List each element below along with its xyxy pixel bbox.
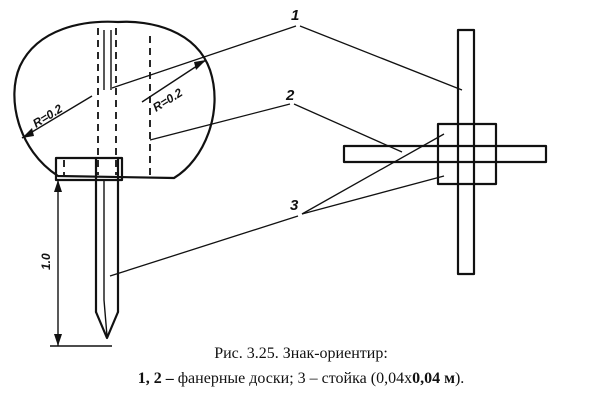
leader-3-a [301,133,445,215]
label-2: 2 [285,87,295,104]
radius-right-arrowhead [194,60,206,70]
post-block [436,122,498,186]
caption-legend: 1, 2 – фанерные доски; 3 – стойка (0,04х… [0,370,602,388]
post-tip [94,310,120,340]
leader-2-right [293,103,403,153]
label-1: 1 [291,7,299,24]
height-label: 1.0 [39,253,53,270]
horizontal-board [342,144,548,164]
leader-2-left [149,103,291,141]
leader-1-right [299,25,463,91]
leader-3-c [109,215,299,277]
post-tip-inner [103,299,108,337]
radius-right-label: R=0.2 [150,85,185,114]
caption-parts-bold: 1, 2 – [137,370,174,387]
leader-lines: 1 2 3 [109,7,463,277]
height-dim-arrow-bottom [54,334,62,346]
lower-block [54,156,124,182]
caption-size-bold: 0,04 м [412,370,455,387]
label-3: 3 [290,197,299,214]
caption-title: Рис. 3.25. Знак-ориентир: [214,345,388,362]
caption-parts-text: фанерные доски; 3 – стойка (0,04х [173,370,413,387]
radius-left-arrowhead [22,128,34,138]
radius-left-label: R=0.2 [30,101,65,130]
caption-end-text: ). [454,370,465,387]
leader-1-left [111,25,297,89]
side-view [342,28,548,276]
radius-left-arrow [21,95,93,139]
board-outline [13,20,216,180]
front-view: R=0.2 R=0.2 1.0 [13,20,216,347]
height-dim-arrow-top [54,180,62,192]
vertical-board [456,28,476,276]
leader-3-b [301,175,445,215]
